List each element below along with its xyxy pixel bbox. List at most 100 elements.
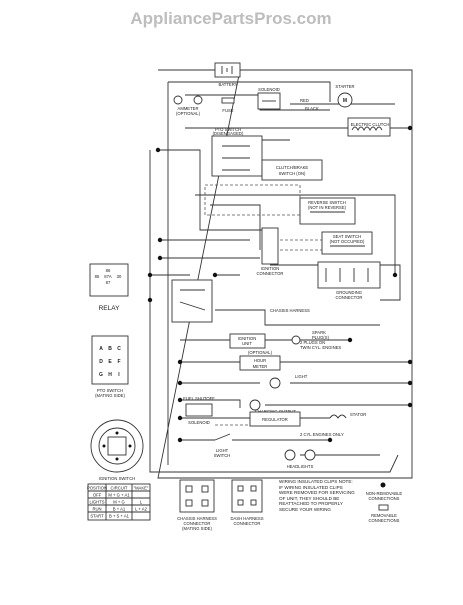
dash-harness-connector: DASH HARNESS CONNECTOR: [230, 479, 264, 526]
table-cell: M + G + A1: [108, 493, 130, 498]
headlights-label: HEADLIGHTS: [287, 464, 314, 469]
relay-pinout: 86 87A 87 85 30 RELAY: [89, 263, 129, 312]
relay-pin-87: 87: [106, 280, 111, 285]
ammeter: AMMETER (OPTIONAL): [173, 95, 203, 116]
main-harness-wires: [149, 69, 413, 479]
ignition-unit-label-2: UNIT: [242, 341, 252, 346]
table-cell: L + A2: [135, 507, 148, 512]
wire-color-black: BLACK: [305, 106, 319, 111]
pto-pin-e: E: [108, 359, 112, 365]
table-cell: B + S + A1: [109, 514, 130, 519]
light-switch-label: LIGHT: [216, 448, 229, 453]
ammeter-label: AMMETER: [178, 106, 199, 111]
table-cell: M + G: [113, 500, 125, 505]
stator-label: STATOR: [350, 412, 366, 417]
grounding-connector-label: GROUNDING: [336, 290, 362, 295]
stator: STATOR: [329, 412, 366, 419]
chassis-harness-connector: CHASSIS HARNESS CONNECTOR (MATING SIDE): [177, 479, 217, 531]
legend-nonremovable: NON-REMOVABLE: [366, 491, 403, 496]
pto-switch-note: (DISENGAGED): [213, 131, 244, 136]
hour-meter-label-2: METER: [253, 364, 268, 369]
grounding-connector-label-2: CONNECTOR: [336, 295, 363, 300]
clutch-brake-label: CLUTCH/BRAKE: [276, 165, 309, 170]
site-watermark: AppliancePartsPros.com: [130, 9, 331, 28]
legend: NON-REMOVABLE CONNECTIONS REMOVABLE CONN…: [366, 482, 403, 523]
battery: BATTERY: [214, 62, 241, 87]
battery-label: BATTERY: [219, 82, 238, 87]
fuel-shutoff-label: FUEL SHUTOFF: [183, 396, 215, 401]
chassis-harness-label: CHASSIS HARNESS: [270, 308, 310, 313]
solenoid-label: SOLENOID: [258, 87, 280, 92]
ignition-unit: IGNITION UNIT: [229, 333, 266, 349]
seat-switch-note: (NOT OCCUPIED): [330, 239, 365, 244]
pto-pin-d: D: [99, 359, 103, 365]
chassis-connector-label: CHASSIS HARNESS: [177, 516, 217, 521]
pto-switch-view-label: PTO SWITCH: [97, 388, 123, 393]
electric-clutch: ELECTRIC CLUTCH: [347, 117, 391, 137]
light-circles: LIGHT: [249, 374, 308, 411]
ignition-switch-face: IGNITION SWITCH: [90, 419, 144, 481]
fuse: FUSE: [221, 97, 235, 113]
fuse-label: FUSE: [222, 108, 233, 113]
table-cell: L: [140, 500, 143, 505]
light-switch: LIGHT SWITCH: [214, 433, 230, 458]
relay-pin-87a: 87A: [104, 274, 112, 279]
relay-internal: [171, 279, 213, 323]
starter-motor: M STARTER: [335, 84, 355, 108]
fuel-shutoff-solenoid: FUEL SHUTOFF SOLENOID: [183, 396, 215, 425]
regulator: REGULATOR: [249, 411, 301, 427]
table-header-circuit: CIRCUIT: [111, 486, 128, 491]
pto-switch-view-note: (MATING SIDE): [95, 393, 125, 398]
ignition-connector-label-2: CONNECTOR: [257, 271, 284, 276]
dash-connector-label: DASH HARNESS: [230, 516, 263, 521]
pto-pin-b: B: [108, 346, 112, 352]
fuel-shutoff-label-2: SOLENOID: [188, 420, 210, 425]
seat-switch-label: SEAT SWITCH: [333, 234, 361, 239]
pto-switch-pinout: A B C D E F G H I PTO SWITCH (MATING SID…: [91, 335, 129, 398]
relay-pin-85: 85: [95, 274, 100, 279]
svg-text:M: M: [343, 98, 347, 104]
table-cell: OFF: [93, 493, 102, 498]
ignition-connector: IGNITION CONNECTOR: [257, 227, 284, 276]
regulator-label: REGULATOR: [262, 417, 288, 422]
table-cell: START: [90, 514, 104, 519]
relay-title: RELAY: [99, 305, 120, 312]
ignition-unit-label: IGNITION: [238, 336, 257, 341]
pto-pin-h: H: [108, 372, 112, 378]
spark-plug-label: SPARK: [312, 330, 326, 335]
pto-pin-f: F: [117, 359, 120, 365]
charging-output-label: CHARGING OUTPUT: [255, 409, 296, 414]
clutch-brake-switch: CLUTCH/BRAKE SWITCH (ON): [261, 159, 323, 181]
hour-meter-optional: (OPTIONAL): [248, 350, 273, 355]
hour-meter-label: HOUR: [254, 358, 266, 363]
grounding-connector: GROUNDING CONNECTOR: [317, 261, 381, 300]
pto-pin-c: C: [117, 346, 121, 352]
seat-switch: SEAT SWITCH (NOT OCCUPIED): [321, 231, 373, 255]
ignition-connector-label: IGNITION: [261, 266, 280, 271]
relay-pin-86: 86: [106, 268, 111, 273]
legend-removable-2: CONNECTIONS: [369, 518, 400, 523]
table-cell: LIGHTS: [89, 500, 104, 505]
clutch-brake-note: SWITCH (ON): [279, 171, 306, 176]
pto-pin-a: A: [99, 346, 103, 352]
solenoid: SOLENOID: [257, 87, 281, 110]
spark-plug: SPARK PLUG(S) 2 PLUGS ON TWIN CYL. ENGIN…: [291, 330, 341, 350]
dash-connector-label-2: CONNECTOR: [234, 521, 261, 526]
reverse-switch: REVERSE SWITCH (NOT IN REVERSE): [299, 197, 356, 225]
wiring-clips-note: WIRING INSULATED CLIPS NOTE: IF WIRING I…: [279, 479, 355, 512]
legend-nonremovable-2: CONNECTIONS: [369, 496, 400, 501]
headlights: HEADLIGHTS: [284, 449, 316, 469]
spark-plug-label-4: TWIN CYL. ENGINES: [300, 345, 341, 350]
ignition-switch-label: IGNITION SWITCH: [99, 476, 135, 481]
ignition-switch-table: POSITION CIRCUIT "MAKE" OFF M + G + A1 L…: [87, 483, 151, 521]
pto-pin-i: I: [118, 372, 120, 378]
chassis-connector-label-2: CONNECTOR: [184, 521, 211, 526]
light-label: LIGHT: [295, 374, 308, 379]
ammeter-optional: (OPTIONAL): [176, 111, 201, 116]
spark-plug-label-2: PLUG(S): [312, 335, 330, 340]
starter-label: STARTER: [335, 84, 354, 89]
legend-removable: REMOVABLE: [371, 513, 397, 518]
electric-clutch-label: ELECTRIC CLUTCH: [351, 122, 390, 127]
